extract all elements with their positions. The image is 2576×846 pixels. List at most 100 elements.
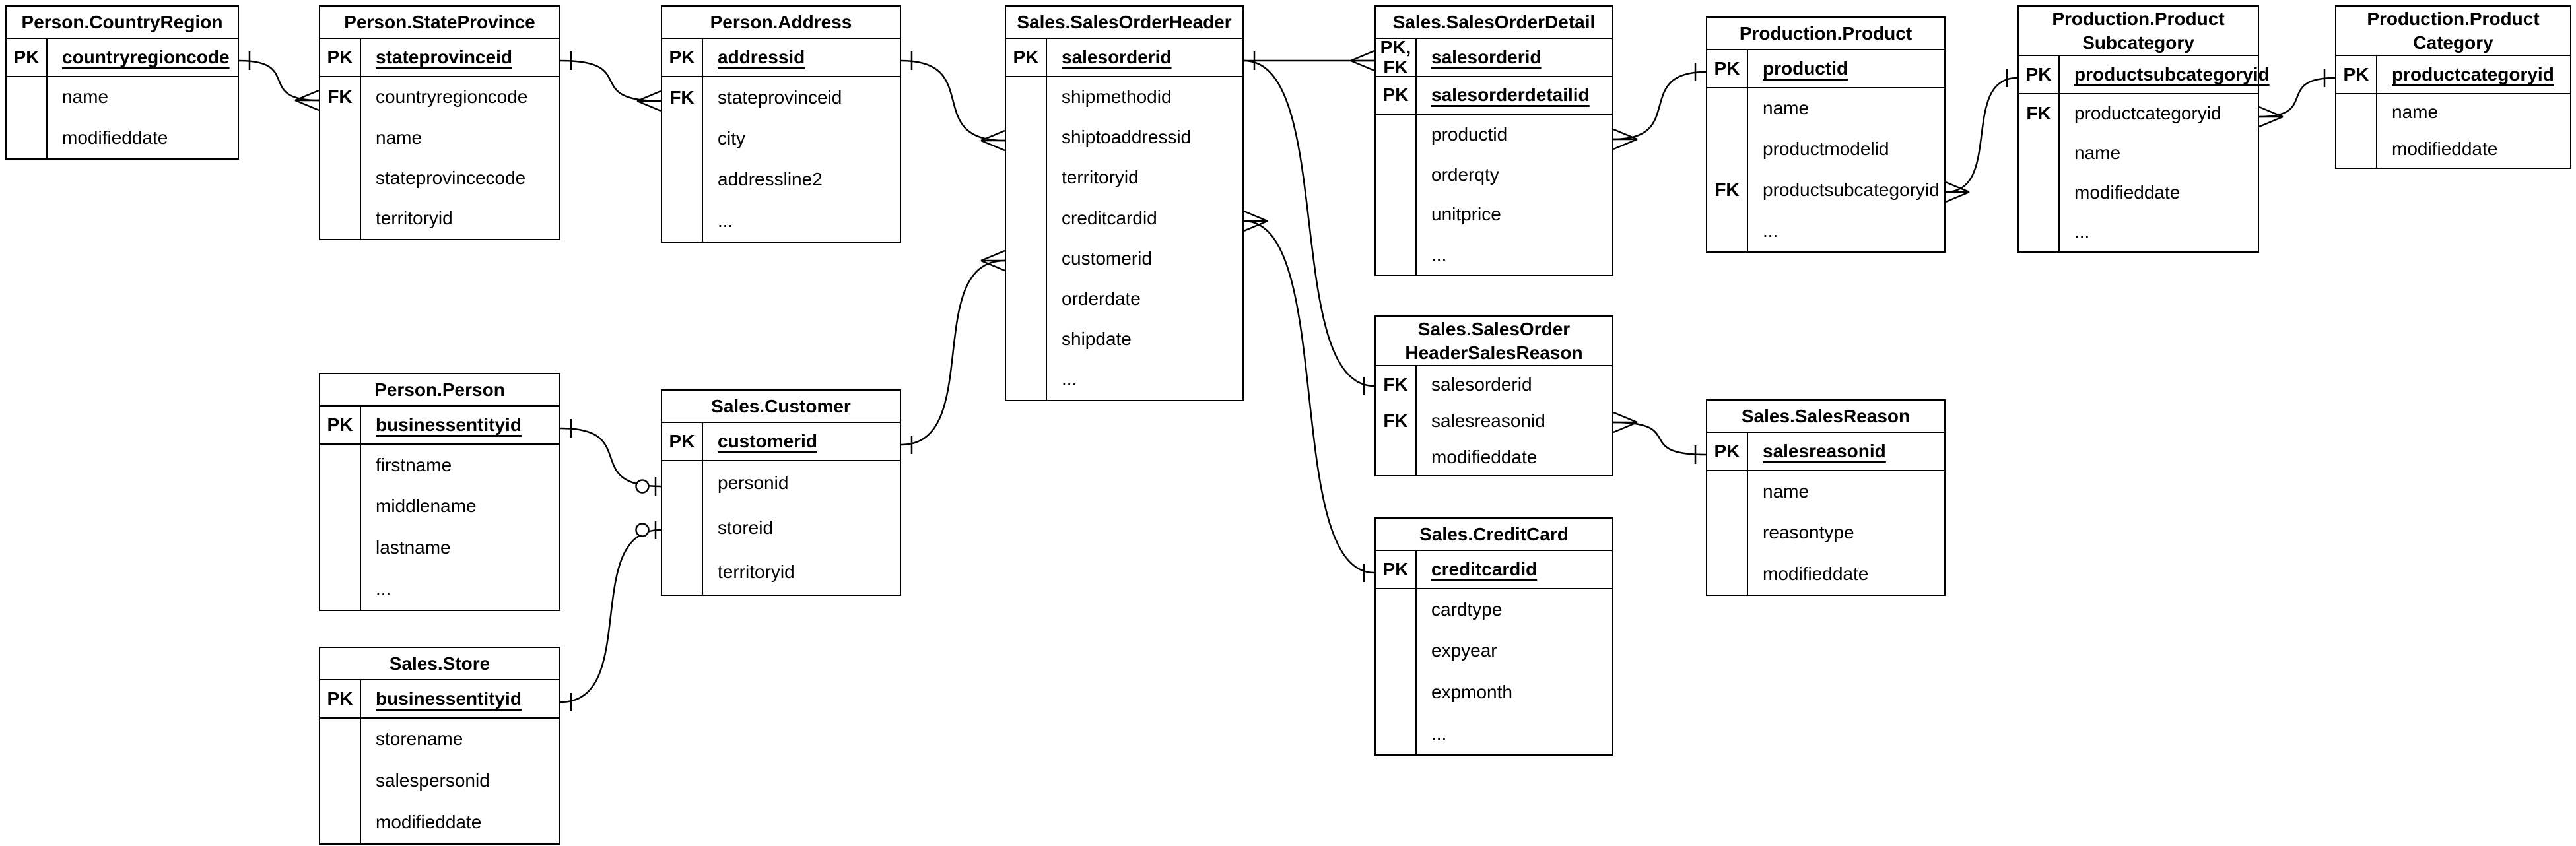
relationship-edge-stateprovinceid xyxy=(560,59,661,102)
key-label: FK xyxy=(1376,403,1417,439)
column-name: modifieddate xyxy=(1763,563,1869,584)
column-row: middlename xyxy=(320,486,559,527)
key-label: PK xyxy=(320,39,361,76)
column-name: addressid xyxy=(718,46,805,67)
key-label: FK xyxy=(2019,94,2060,134)
relationship-edge-salesreasonid xyxy=(1613,421,1707,456)
key-label xyxy=(2019,133,2060,173)
key-label xyxy=(320,444,361,486)
key-label: PK xyxy=(1707,433,1748,470)
column-row: PK productid xyxy=(1707,50,1944,87)
table-title: Sales.CreditCard xyxy=(1376,519,1612,551)
column-row: name xyxy=(7,77,238,118)
column-row: customerid xyxy=(1006,238,1242,279)
cardinality-marker-many xyxy=(980,129,1005,152)
key-label xyxy=(1006,359,1047,400)
table-title: Sales.SalesOrderHeader xyxy=(1006,7,1242,39)
table-title: Person.StateProvince xyxy=(320,7,559,39)
column-name: name xyxy=(62,86,109,108)
cardinality-marker-many xyxy=(2258,106,2284,128)
column-name: name xyxy=(1763,98,1810,119)
relationship-edge-businessentityid xyxy=(560,427,661,488)
key-label xyxy=(1006,157,1047,199)
column-name: name xyxy=(2074,142,2121,163)
column-row: storeid xyxy=(662,505,900,550)
column-name: salesreasonid xyxy=(1431,410,1545,431)
key-label xyxy=(7,117,48,158)
column-row: unitprice xyxy=(1376,195,1612,235)
column-row: modifieddate xyxy=(1707,553,1944,595)
table-title: Sales.Store xyxy=(320,648,559,680)
column-name: lastname xyxy=(376,537,451,558)
column-row: shipmethodid xyxy=(1006,77,1242,117)
key-section: PK productid xyxy=(1707,50,1944,88)
key-label: PK xyxy=(1707,50,1748,87)
column-name: orderqty xyxy=(1431,164,1499,185)
column-row: ... xyxy=(2019,212,2258,251)
column-row: stateprovincecode xyxy=(320,158,559,199)
cardinality-marker-many xyxy=(636,90,661,112)
column-name: expyear xyxy=(1431,640,1497,661)
column-row: cardtype xyxy=(1376,589,1612,631)
column-row: modifieddate xyxy=(7,117,238,158)
column-name: shipdate xyxy=(1062,329,1132,350)
key-label xyxy=(662,117,703,160)
column-row: orderqty xyxy=(1376,154,1612,195)
column-name: salespersonid xyxy=(376,770,490,791)
column-name: addressline2 xyxy=(718,169,823,190)
column-name: cardtype xyxy=(1431,599,1503,620)
column-row: ... xyxy=(1006,359,1242,400)
key-label xyxy=(7,77,48,118)
key-label xyxy=(2336,94,2377,131)
relationship-edge-productid xyxy=(1613,71,1707,141)
column-name: middlename xyxy=(376,496,477,517)
table-title: Person.Address xyxy=(662,7,900,39)
column-name: territoryid xyxy=(1062,167,1139,188)
table-title: Sales.SalesOrderDetail xyxy=(1376,7,1612,39)
column-name: shipmethodid xyxy=(1062,86,1172,108)
key-label xyxy=(662,159,703,201)
column-name: modifieddate xyxy=(2074,181,2181,203)
table-title: Person.CountryRegion xyxy=(7,7,238,39)
column-row: reasontype xyxy=(1707,512,1944,554)
key-label xyxy=(1707,129,1748,170)
key-label xyxy=(1376,630,1417,672)
column-name: productid xyxy=(1763,57,1848,79)
column-name: territoryid xyxy=(718,562,795,583)
column-name: expmonth xyxy=(1431,682,1512,703)
key-label xyxy=(320,198,361,239)
column-name: modifieddate xyxy=(376,812,482,833)
key-label xyxy=(2336,131,2377,168)
cardinality-marker-zero-or-one xyxy=(635,477,657,496)
column-name: salesorderid xyxy=(1062,46,1172,67)
key-label xyxy=(320,158,361,199)
key-label xyxy=(1006,238,1047,279)
key-label xyxy=(1707,471,1748,512)
column-row: shiptoaddressid xyxy=(1006,117,1242,158)
key-label xyxy=(2019,172,2060,212)
column-name: productmodelid xyxy=(1763,139,1889,160)
column-row: addressline2 xyxy=(662,159,900,201)
relationship-edge-businessentityid xyxy=(560,529,661,703)
